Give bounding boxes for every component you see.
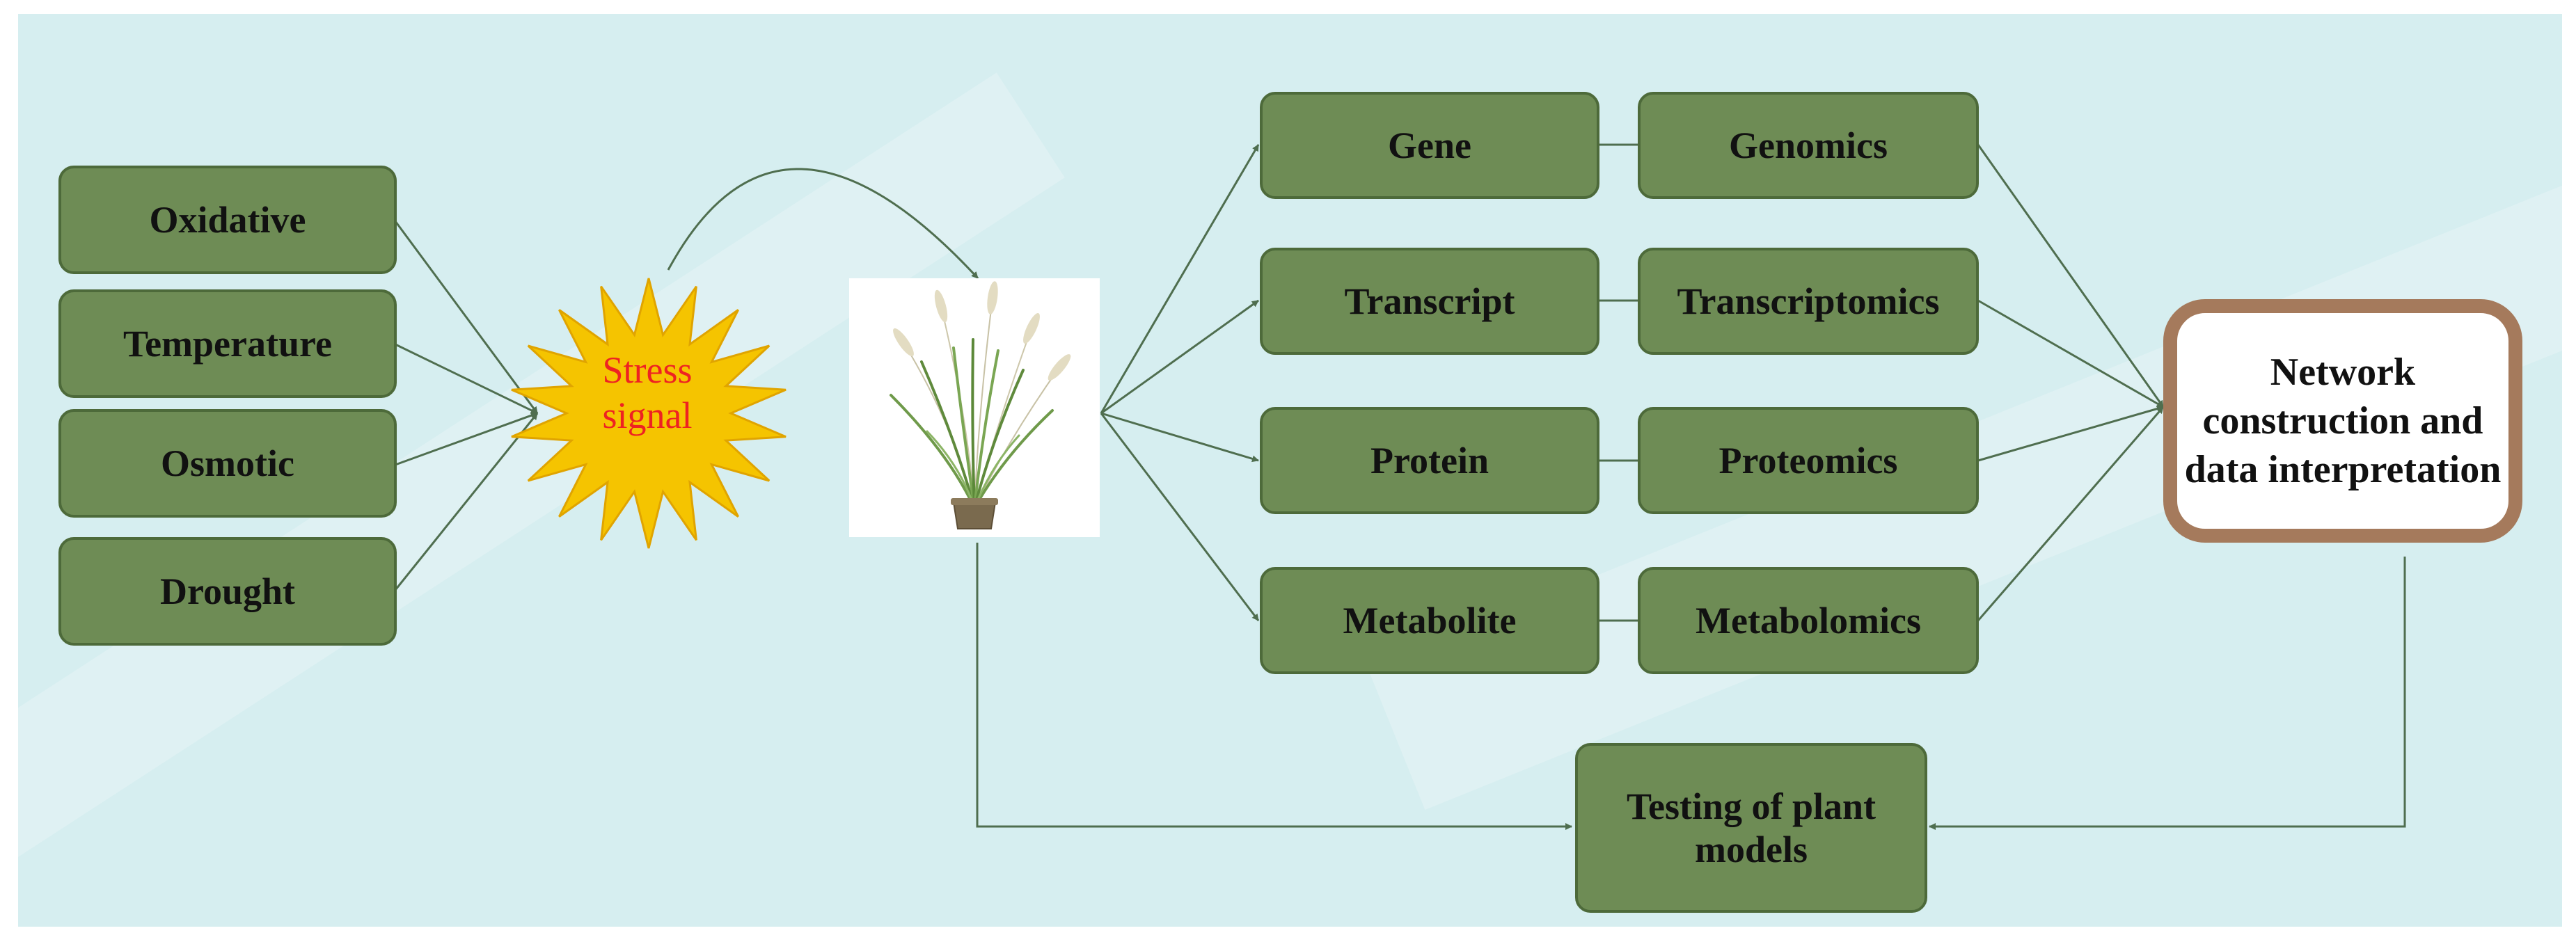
omics-box-metabolomics: Metabolomics [1638, 567, 1979, 674]
molecule-label-transcript: Transcript [1344, 280, 1515, 322]
arrow-transcriptomics-network [1977, 299, 2164, 408]
stress-signal-label: Stress signal [571, 348, 724, 438]
stress-box-osmotic: Osmotic [58, 409, 397, 518]
omics-box-proteomics: Proteomics [1638, 407, 1979, 514]
molecule-box-protein: Protein [1260, 407, 1599, 514]
testing-box: Testing of plant models [1575, 743, 1927, 913]
arrow-temperature [395, 343, 538, 415]
stress-box-oxidative: Oxidative [58, 166, 397, 274]
arrow-drought [394, 413, 539, 591]
plant-image [849, 278, 1100, 537]
network-label: Network construction and data interpreta… [2185, 348, 2502, 494]
arrow-osmotic [395, 412, 538, 466]
stress-signal-line1: Stress [602, 349, 693, 391]
molecule-box-transcript: Transcript [1260, 248, 1599, 355]
omics-label-genomics: Genomics [1729, 124, 1888, 166]
omics-label-metabolomics: Metabolomics [1696, 599, 1921, 641]
arrow-oxidative [394, 221, 539, 414]
arrow-to-gene [1100, 144, 1260, 414]
arrow-proteomics-network [1977, 405, 2164, 462]
network-label-line3: data interpretation [2184, 448, 2502, 491]
arrow-to-transcript [1100, 299, 1259, 415]
arrow-to-metabolite [1100, 413, 1260, 621]
network-construction-box: Network construction and data interpreta… [2163, 299, 2522, 543]
stress-box-drought: Drought [58, 537, 397, 646]
testing-label-line1: Testing of plant [1626, 785, 1876, 827]
arrow-plant-to-testing [976, 543, 1572, 830]
arrow-genomics-network [1977, 144, 2165, 408]
arrow-signal-to-plant [667, 168, 979, 280]
omics-label-transcriptomics: Transcriptomics [1677, 280, 1940, 322]
stress-label-temperature: Temperature [123, 322, 332, 365]
network-label-line2: construction and [2202, 399, 2483, 442]
arrow-to-protein [1100, 412, 1259, 463]
molecule-label-metabolite: Metabolite [1343, 599, 1517, 641]
molecule-box-metabolite: Metabolite [1260, 567, 1599, 674]
stress-label-osmotic: Osmotic [161, 442, 294, 484]
omics-label-proteomics: Proteomics [1718, 439, 1898, 481]
starburst-icon [511, 278, 787, 549]
network-label-line1: Network [2270, 351, 2416, 394]
omics-box-transcriptomics: Transcriptomics [1638, 248, 1979, 355]
molecule-label-protein: Protein [1370, 439, 1489, 481]
stress-signal-line2: signal [602, 394, 693, 436]
arrow-metabolomics-network [1977, 406, 2165, 621]
grass-plant-icon [890, 281, 1071, 529]
omics-box-genomics: Genomics [1638, 92, 1979, 199]
arrow-network-to-testing [1929, 557, 2406, 830]
molecule-box-gene: Gene [1260, 92, 1599, 199]
molecule-label-gene: Gene [1388, 124, 1471, 166]
stress-box-temperature: Temperature [58, 289, 397, 398]
stress-label-drought: Drought [159, 570, 296, 612]
testing-label-line2: models [1695, 829, 1808, 870]
stress-label-oxidative: Oxidative [149, 198, 306, 241]
testing-label: Testing of plant models [1627, 785, 1876, 871]
